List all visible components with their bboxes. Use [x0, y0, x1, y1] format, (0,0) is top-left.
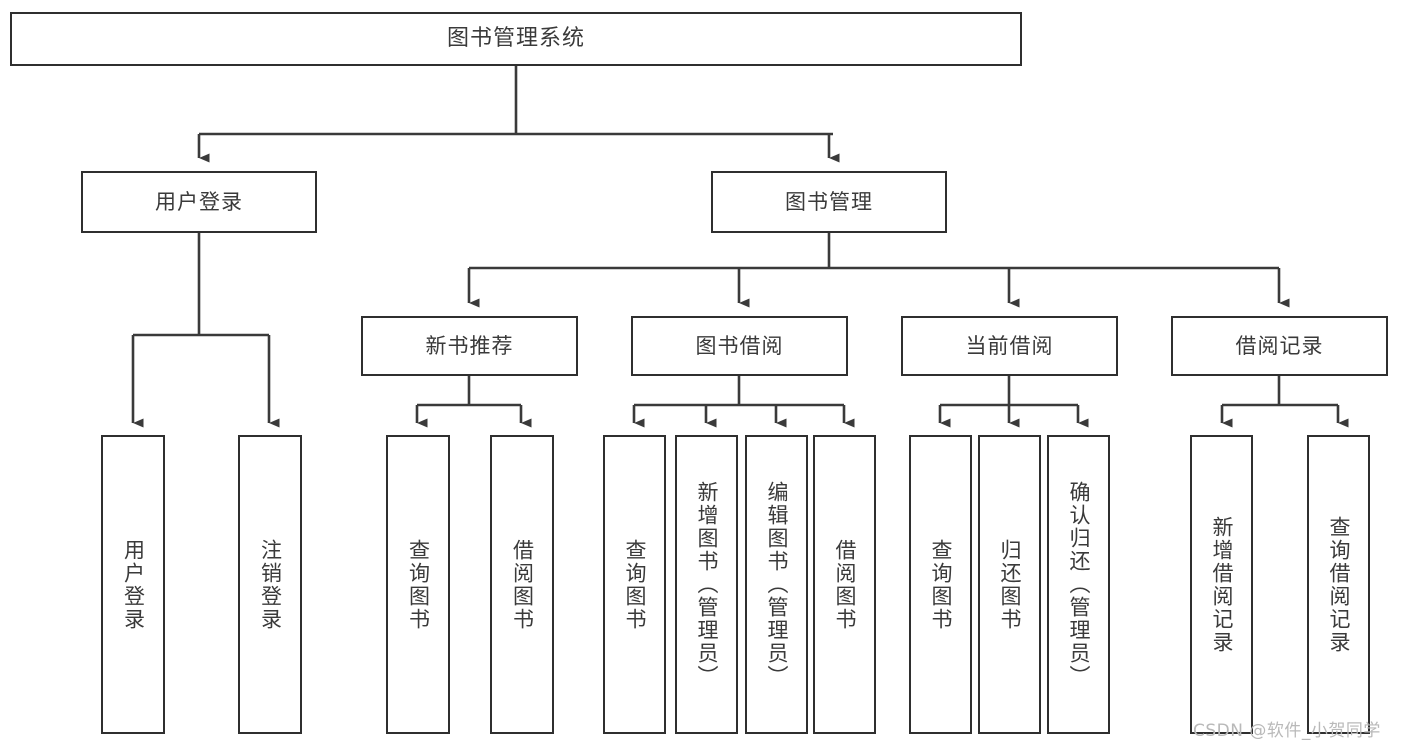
leaf-label: 归还图书 [997, 538, 1022, 631]
leaf-recommend-borrow-book[interactable]: 借阅图书 [490, 435, 554, 734]
leaf-label: 新增图书（管理员） [694, 481, 719, 688]
leaf-borrow-query-book[interactable]: 查询图书 [603, 435, 666, 734]
node-label: 图书管理系统 [446, 26, 585, 52]
node-current-borrow[interactable]: 当前借阅 [901, 316, 1118, 376]
leaf-borrow-add-book-admin[interactable]: 新增图书（管理员） [675, 435, 738, 734]
leaf-label: 查询图书 [928, 538, 953, 631]
node-user-login[interactable]: 用户登录 [81, 171, 317, 233]
leaf-label: 查询图书 [622, 538, 647, 631]
leaf-label: 用户登录 [121, 538, 146, 631]
leaf-label: 确认归还（管理员） [1066, 481, 1091, 688]
leaf-user-login-logout[interactable]: 注销登录 [238, 435, 302, 734]
leaf-current-query-book[interactable]: 查询图书 [909, 435, 972, 734]
node-label: 新书推荐 [425, 333, 514, 358]
node-label: 图书管理 [785, 189, 873, 214]
node-borrow-record[interactable]: 借阅记录 [1171, 316, 1388, 376]
node-label: 图书借阅 [695, 333, 784, 358]
node-label: 当前借阅 [965, 333, 1054, 358]
leaf-current-confirm-return-admin[interactable]: 确认归还（管理员） [1047, 435, 1110, 734]
node-book-borrow[interactable]: 图书借阅 [631, 316, 848, 376]
leaf-borrow-borrow-book[interactable]: 借阅图书 [813, 435, 876, 734]
leaf-label: 注销登录 [258, 538, 283, 631]
leaf-recommend-query-book[interactable]: 查询图书 [386, 435, 450, 734]
leaf-borrow-edit-book-admin[interactable]: 编辑图书（管理员） [745, 435, 808, 734]
leaf-label: 新增借阅记录 [1209, 515, 1234, 654]
node-book-management[interactable]: 图书管理 [711, 171, 947, 233]
leaf-label: 查询图书 [406, 538, 431, 631]
leaf-record-add-record[interactable]: 新增借阅记录 [1190, 435, 1253, 734]
leaf-label: 编辑图书（管理员） [764, 481, 789, 688]
node-root-system[interactable]: 图书管理系统 [10, 12, 1022, 66]
node-label: 用户登录 [155, 189, 243, 214]
watermark-text: CSDN @软件_小贺同学 [1193, 721, 1381, 741]
leaf-current-return-book[interactable]: 归还图书 [978, 435, 1041, 734]
leaf-label: 查询借阅记录 [1326, 515, 1351, 654]
leaf-label: 借阅图书 [510, 538, 535, 631]
leaf-label: 借阅图书 [832, 538, 857, 631]
leaf-record-query-record[interactable]: 查询借阅记录 [1307, 435, 1370, 734]
node-label: 借阅记录 [1235, 333, 1324, 358]
node-new-book-recommend[interactable]: 新书推荐 [361, 316, 578, 376]
leaf-user-login-login[interactable]: 用户登录 [101, 435, 165, 734]
